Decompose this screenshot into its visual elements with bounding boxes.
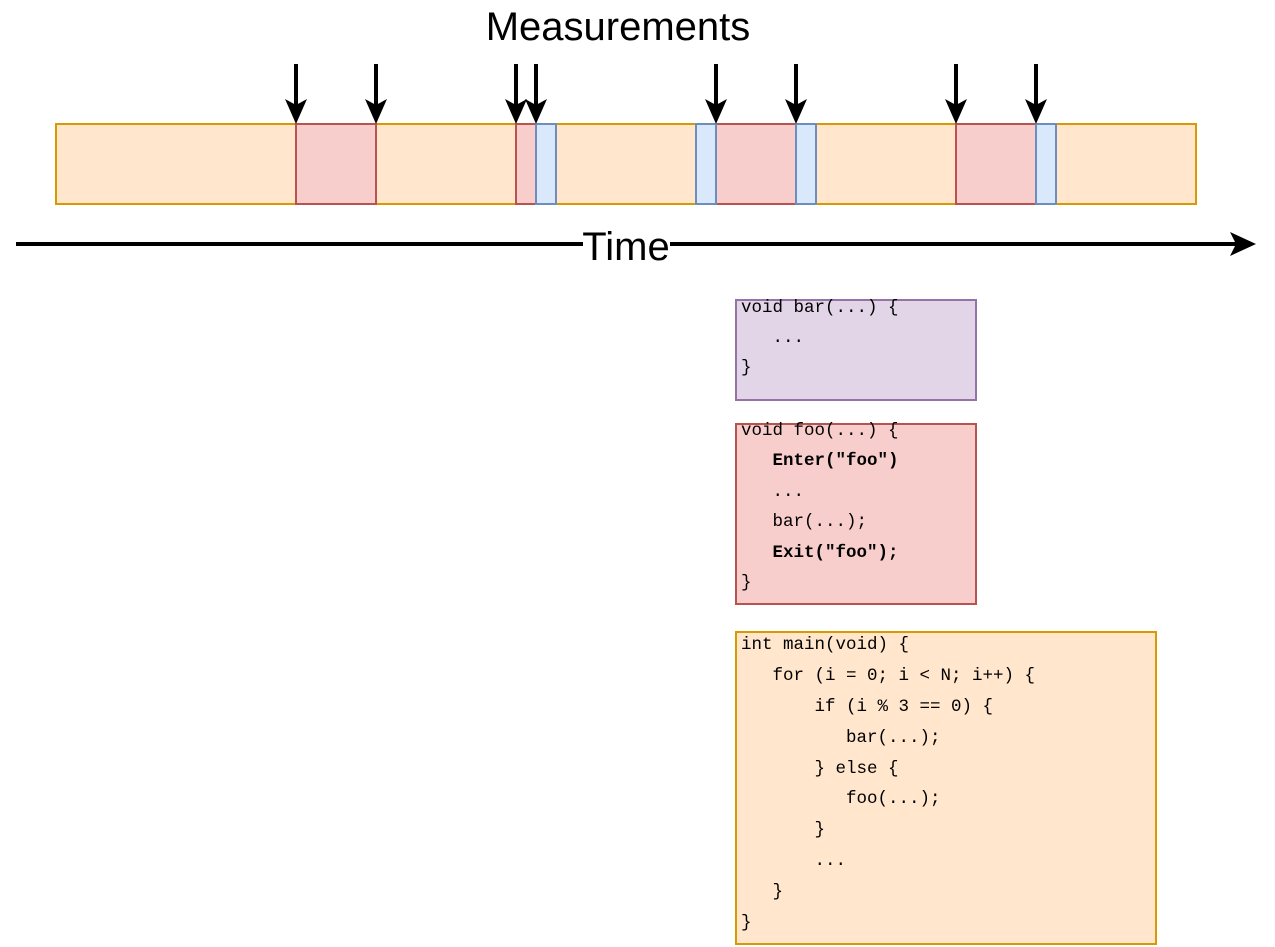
measurement-arrowhead: [365, 99, 387, 124]
timeline-foo-segment: [955, 123, 1037, 205]
timeline-foo-segment: [715, 123, 797, 205]
measurement-arrows: [294, 64, 1038, 110]
measurement-arrowhead: [505, 99, 527, 124]
measurement-arrowhead: [785, 99, 807, 124]
code-line: void bar(...) {: [741, 298, 899, 318]
timeline-bar-segment: [535, 123, 557, 205]
main-code-block: int main(void) { for (i = 0; i < N; i++)…: [735, 631, 1157, 945]
code-line: ...: [741, 328, 805, 348]
code-line: ...: [741, 481, 805, 502]
code-line: }: [741, 572, 752, 593]
time-axis-arrowhead: [1230, 232, 1256, 256]
measurements-title: Measurements: [486, 5, 751, 49]
code-line: Exit("foo");: [741, 542, 899, 563]
measurement-arrowhead: [285, 99, 307, 124]
timeline-bar-segment: [795, 123, 817, 205]
code-line: } else {: [741, 758, 899, 779]
measurement-arrowhead: [525, 99, 547, 124]
code-line: foo(...);: [741, 789, 941, 810]
code-line: Enter("foo"): [741, 451, 899, 472]
timeline-bar-segment: [1035, 123, 1057, 205]
code-line: }: [741, 358, 752, 378]
code-line: for (i = 0; i < N; i++) {: [741, 665, 1036, 686]
foo-code-block: void foo(...) { Enter("foo") ... bar(...…: [735, 421, 977, 605]
code-line: if (i % 3 == 0) {: [741, 696, 994, 717]
bar-code-block: void bar(...) { ...}: [735, 298, 977, 401]
code-line: bar(...);: [741, 727, 941, 748]
time-axis-label: Time: [582, 225, 669, 269]
measurement-arrowhead: [945, 99, 967, 124]
code-line: void foo(...) {: [741, 421, 899, 441]
code-line: bar(...);: [741, 512, 868, 533]
timeline-foo-segment: [295, 123, 377, 205]
measurement-arrowhead: [1025, 99, 1047, 124]
code-line: }: [741, 913, 752, 934]
measurement-arrowhead: [705, 99, 727, 124]
measurement-arrowheads: [285, 99, 1047, 124]
code-line: }: [741, 820, 826, 841]
code-line: }: [741, 882, 784, 903]
code-line: ...: [741, 851, 847, 872]
timeline-foo-segment: [515, 123, 537, 205]
code-line: int main(void) {: [741, 635, 910, 655]
timeline-bar-segment: [695, 123, 717, 205]
